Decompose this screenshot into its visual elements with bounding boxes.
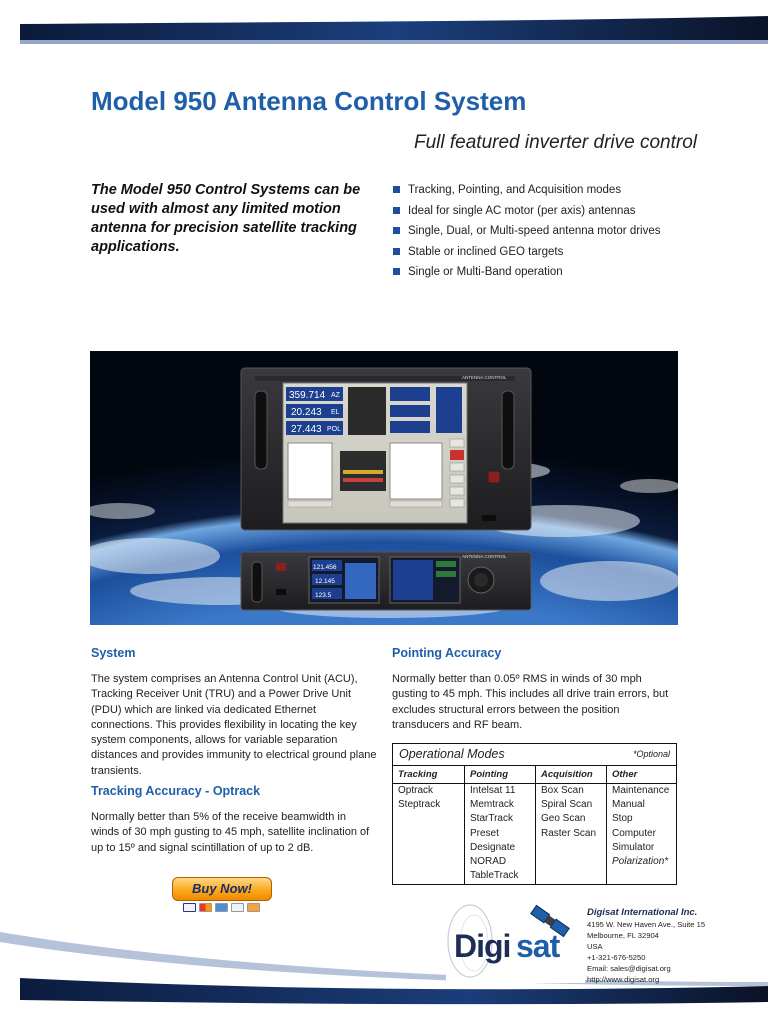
square-bullet-icon: [393, 206, 400, 214]
discover-card-icon: [247, 903, 260, 912]
email-link[interactable]: Email: sales@digisat.org: [587, 964, 671, 973]
buy-now-button[interactable]: Buy Now!: [172, 877, 272, 901]
az-readout: 359.714: [289, 390, 326, 401]
az-label: AZ: [331, 392, 341, 399]
header-swoosh: [20, 16, 768, 44]
website-link[interactable]: http://www.digisat.org: [587, 975, 660, 984]
column-header: Other: [607, 766, 676, 784]
address-line-1: 4195 W. New Haven Ave., Suite 15: [587, 920, 706, 929]
mode-item: Raster Scan: [541, 827, 597, 839]
mode-item: Polarization*: [612, 855, 669, 867]
small-pol-readout: 123.5: [315, 592, 332, 599]
column-header: Tracking: [393, 766, 464, 784]
mode-item: Designate: [470, 841, 516, 853]
svg-text:sat: sat: [516, 928, 561, 964]
modes-column-tracking: Tracking Optrack Steptrack: [393, 766, 464, 884]
feature-item: Single or Multi-Band operation: [392, 262, 661, 283]
feature-list: Tracking, Pointing, and Acquisition mode…: [392, 180, 661, 283]
amex-card-icon: [215, 903, 228, 912]
small-el-readout: 12.145: [315, 578, 335, 585]
square-bullet-icon: [393, 247, 400, 255]
lead-paragraph: The Model 950 Control Systems can be use…: [91, 182, 361, 255]
mode-item: Stop: [612, 813, 633, 825]
product-photo: ANTENNA CONTROL 359.714 AZ 20.243 EL 27.…: [90, 351, 678, 625]
visa-card-icon: [183, 903, 196, 912]
footer-swoosh: [0, 932, 768, 1005]
mastercard-icon: [199, 903, 212, 912]
pol-label: POL: [327, 426, 341, 433]
paypal-icon: [231, 903, 244, 912]
feature-item: Ideal for single AC motor (per axis) ant…: [392, 201, 661, 222]
mode-item: Memtrack: [470, 799, 514, 811]
el-label: EL: [331, 409, 340, 416]
modes-column-pointing: Pointing Intelsat 11 Memtrack StarTrack …: [464, 766, 535, 884]
small-az-readout: 121.456: [313, 564, 337, 571]
feature-item: Single, Dual, or Multi-speed antenna mot…: [392, 221, 661, 242]
modes-column-other: Other Maintenance Manual Stop Computer S…: [606, 766, 676, 884]
system-heading: System: [91, 646, 136, 660]
modes-table-header: Operational Modes *Optional: [393, 744, 676, 766]
optional-note: *Optional: [632, 749, 670, 759]
digisat-logo: Digi sat: [446, 899, 585, 983]
pointing-accuracy-paragraph: Normally better than 0.05º RMS in winds …: [392, 673, 669, 731]
feature-item: Tracking, Pointing, and Acquisition mode…: [392, 180, 661, 201]
system-paragraph: The system comprises an Antenna Control …: [91, 673, 377, 777]
square-bullet-icon: [393, 186, 400, 193]
tracking-accuracy-paragraph: Normally better than 5% of the receive b…: [91, 811, 370, 854]
mode-item: Spiral Scan: [541, 799, 593, 811]
page-subtitle: Full featured inverter drive control: [414, 132, 698, 153]
modes-table-title: Operational Modes: [399, 747, 505, 761]
mode-item: TableTrack: [470, 870, 519, 882]
svg-text:Digi: Digi: [454, 928, 510, 964]
lower-unit-label: ANTENNA CONTROL: [462, 554, 507, 559]
pointing-accuracy-heading: Pointing Accuracy: [392, 646, 502, 660]
mode-item: Simulator: [612, 841, 655, 853]
square-bullet-icon: [393, 227, 400, 235]
feature-item: Stable or inclined GEO targets: [392, 242, 661, 263]
page-title: Model 950 Antenna Control System: [91, 86, 527, 116]
contact-block: Digisat International Inc. 4195 W. New H…: [587, 907, 705, 985]
column-header: Pointing: [465, 766, 535, 784]
el-readout: 20.243: [291, 407, 322, 418]
upper-unit-label: ANTENNA CONTROL: [462, 375, 507, 380]
company-name: Digisat International Inc.: [587, 907, 698, 918]
pol-readout: 27.443: [291, 424, 322, 435]
mode-item: Preset: [470, 827, 499, 839]
mode-item: Computer: [612, 827, 656, 839]
mode-item: Maintenance: [612, 785, 670, 796]
mode-item: Intelsat 11: [470, 785, 516, 796]
country: USA: [587, 942, 603, 951]
phone: +1-321-676-5250: [587, 953, 646, 962]
mode-item: StarTrack: [470, 813, 513, 825]
payment-methods: [183, 903, 260, 912]
mode-item: Box Scan: [541, 785, 584, 796]
column-header: Acquisition: [536, 766, 606, 784]
operational-modes-table: Operational Modes *Optional Tracking Opt…: [392, 743, 677, 885]
mode-item: NORAD: [470, 855, 507, 867]
square-bullet-icon: [393, 268, 400, 276]
mode-item: Geo Scan: [541, 813, 586, 825]
modes-column-acquisition: Acquisition Box Scan Spiral Scan Geo Sca…: [535, 766, 606, 884]
mode-item: Manual: [612, 799, 645, 811]
mode-item: Optrack: [398, 785, 434, 796]
tracking-accuracy-heading: Tracking Accuracy - Optrack: [91, 784, 261, 798]
mode-item: Steptrack: [398, 799, 441, 811]
address-line-2: Melbourne, FL 32904: [587, 931, 659, 940]
